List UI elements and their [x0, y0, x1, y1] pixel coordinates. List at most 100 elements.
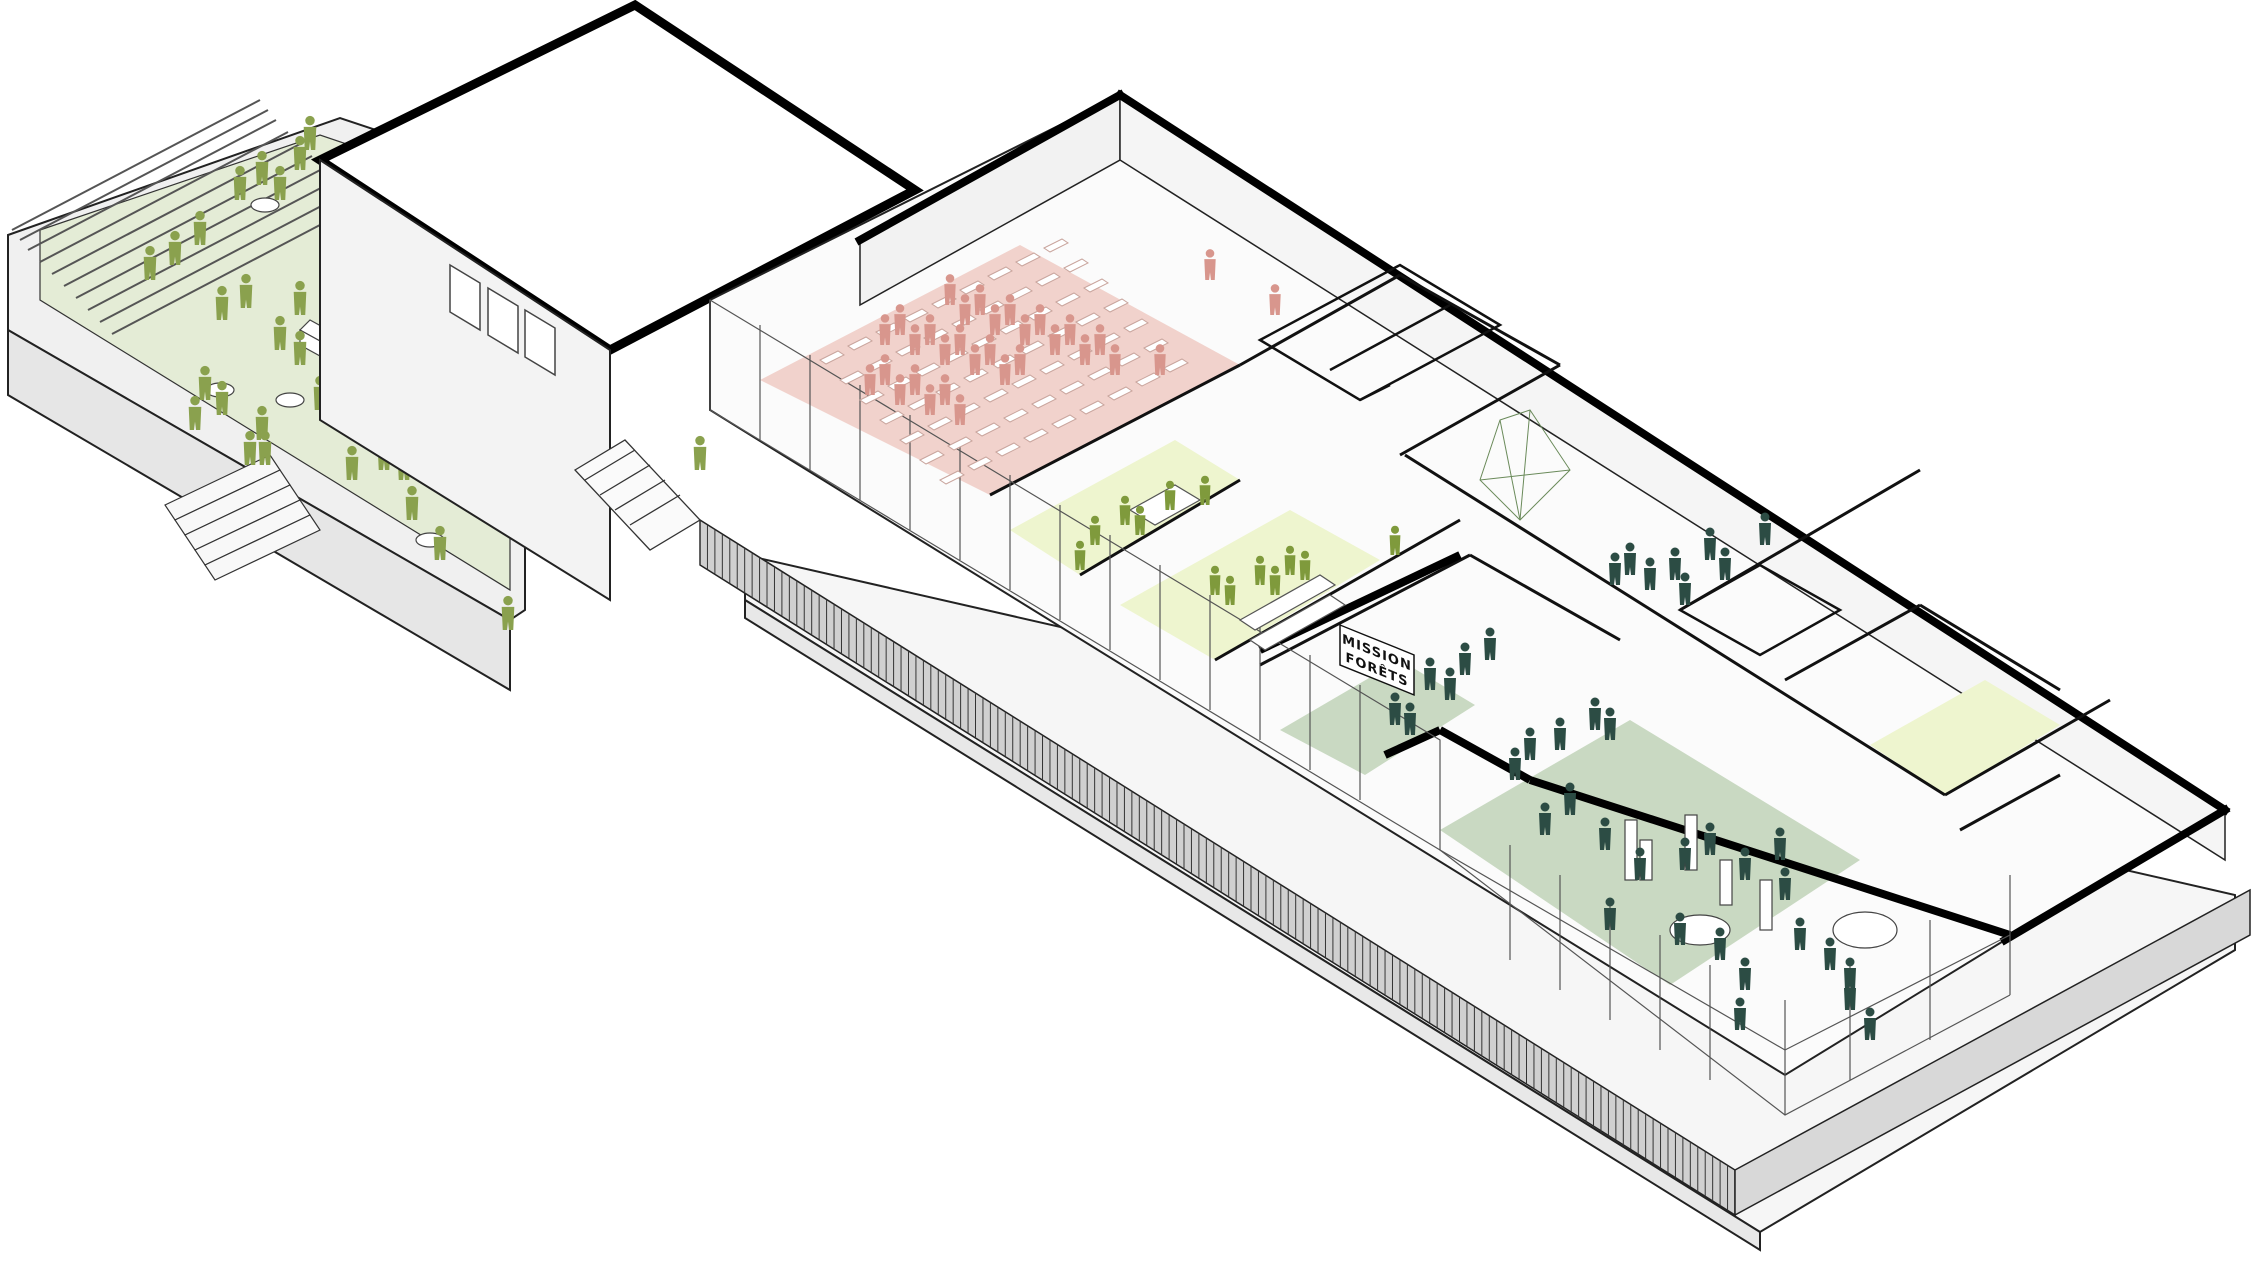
person-figure [1284, 545, 1296, 575]
person-figure [1389, 525, 1401, 555]
auditorium-seat [1023, 428, 1049, 443]
auditorium-seat [927, 416, 953, 431]
person-figure [1674, 912, 1686, 945]
person-figure [1299, 550, 1311, 580]
person-figure [1864, 1007, 1876, 1040]
person-figure [1014, 344, 1026, 375]
person-figure [1199, 475, 1211, 505]
person-figure [143, 245, 157, 280]
person-figure [1119, 495, 1131, 525]
meeting-room-people [1074, 475, 1401, 605]
person-figure [1089, 515, 1101, 545]
person-figure [1004, 294, 1016, 325]
auditorium-seat [1107, 386, 1133, 401]
person-figure [1204, 249, 1216, 280]
auditorium-seat [1051, 414, 1077, 429]
person-figure [1844, 977, 1856, 1010]
person-figure [1444, 667, 1456, 700]
chandelier [1479, 409, 1571, 521]
auditorium-seat [987, 266, 1013, 281]
roof-block-windows [449, 263, 556, 377]
person-figure [1719, 547, 1731, 580]
person-figure [879, 314, 891, 345]
auditorium-seat [819, 350, 845, 365]
auditorium-seat [1059, 380, 1085, 395]
auditorium-seat [1031, 394, 1057, 409]
auditorium-seat [1003, 408, 1029, 423]
person-figure [1019, 314, 1031, 345]
person-figure [1269, 284, 1281, 315]
person-figure [1074, 540, 1086, 570]
person-figure [193, 210, 207, 245]
person-figure [999, 354, 1011, 385]
person-figure [944, 274, 956, 305]
auditorium-seat [1019, 340, 1045, 355]
auditorium-seat [1143, 338, 1169, 353]
person-figure [984, 334, 996, 365]
auditorium-seat [1015, 252, 1041, 267]
auditorium-seat [959, 280, 985, 295]
auditorium-seat [1103, 298, 1129, 313]
auditorium-seat [839, 370, 865, 385]
terrace-stairs [164, 454, 321, 581]
person-figure [293, 330, 307, 365]
person-figure [693, 435, 707, 470]
person-figure [293, 280, 307, 315]
person-figure [894, 304, 906, 335]
auditorium-seat [1123, 318, 1149, 333]
auditorium-seat [1011, 374, 1037, 389]
auditorium-seat [1055, 292, 1081, 307]
person-figure [1704, 822, 1716, 855]
person-figure [1094, 324, 1106, 355]
person-figure [1509, 747, 1521, 780]
person-figure [1164, 480, 1176, 510]
person-figure [1254, 555, 1266, 585]
auditorium-seat [899, 430, 925, 445]
person-figure [924, 314, 936, 345]
person-figure [1704, 527, 1716, 560]
person-figure [1269, 565, 1281, 595]
wing-outer-walls [854, 89, 2231, 946]
person-figure [1154, 344, 1166, 375]
person-figure [969, 344, 981, 375]
exhibition-people [1389, 512, 1876, 1040]
auditorium-seat [983, 388, 1009, 403]
person-figure [879, 354, 891, 385]
auditorium-seat [1075, 312, 1101, 327]
auditorium-seat [1163, 358, 1189, 373]
auditorium-seat [903, 308, 929, 323]
roof-block-wall-left [319, 158, 611, 602]
person-figure [1134, 505, 1146, 535]
person-figure [1424, 657, 1436, 690]
person-figure [1404, 702, 1416, 735]
person-figure [501, 595, 515, 630]
person-figure [433, 525, 447, 560]
person-figure [1714, 927, 1726, 960]
person-figure [1679, 572, 1691, 605]
auditorium-seat [1079, 400, 1105, 415]
person-figure [1794, 917, 1806, 950]
person-figure [1049, 324, 1061, 355]
person-figure [1034, 304, 1046, 335]
person-figure [1554, 717, 1566, 750]
person-figure [233, 165, 247, 200]
auditorium-seat [1135, 372, 1161, 387]
main-roof-block [310, 0, 924, 602]
person-figure [215, 285, 229, 320]
person-figure [939, 334, 951, 365]
exhibition-pedestals [1624, 814, 1898, 949]
person-figure [1459, 642, 1471, 675]
lounge-floor [1870, 680, 2060, 795]
auditorium-seat [847, 336, 873, 351]
person-figure [255, 150, 269, 185]
auditorium-seat [947, 436, 973, 451]
person-figure [1064, 314, 1076, 345]
person-figure [909, 364, 921, 395]
person-figure [1759, 512, 1771, 545]
person-figure [1209, 565, 1221, 595]
auditorium-people [864, 249, 1281, 425]
person-figure [293, 135, 307, 170]
person-figure [243, 430, 257, 465]
auditorium-seat [1039, 360, 1065, 375]
